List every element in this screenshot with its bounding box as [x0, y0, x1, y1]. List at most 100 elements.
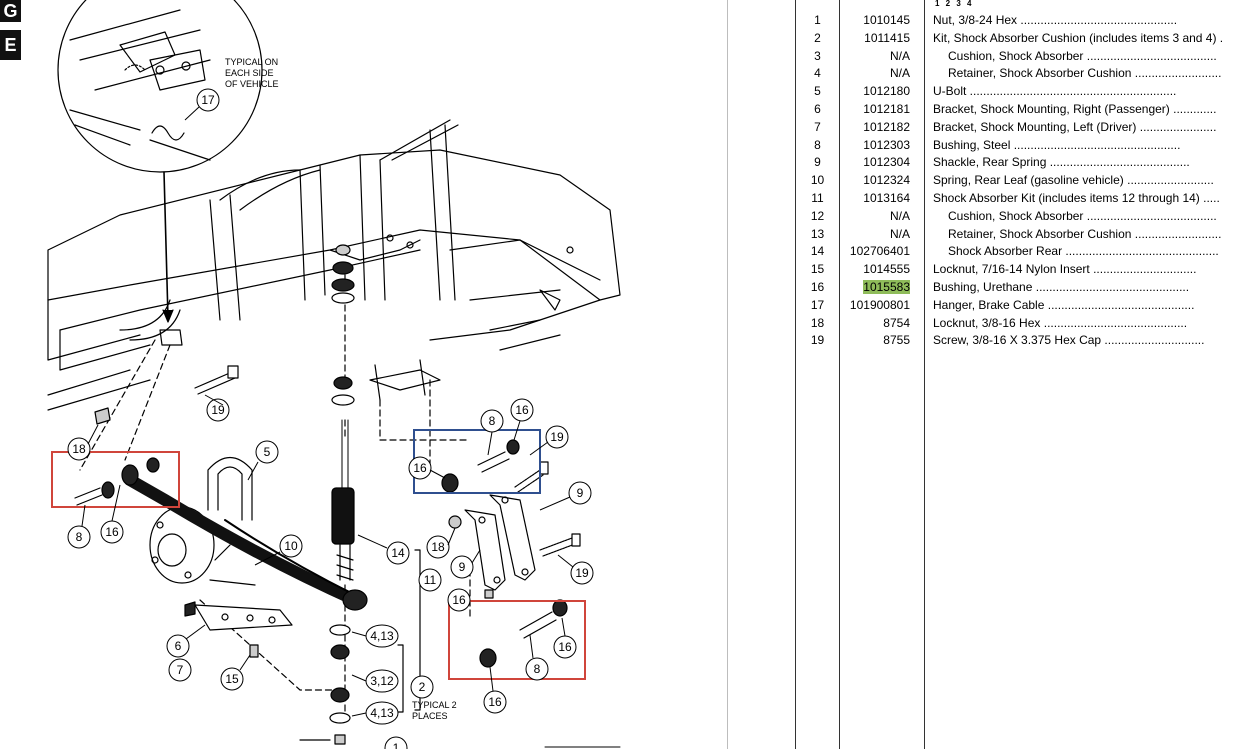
item-number: 6 — [814, 102, 821, 116]
section-tab-g: G — [0, 0, 21, 22]
part-number: 1012303 — [839, 137, 910, 155]
callout-2: 2 — [419, 680, 426, 694]
part-number-text: 1011415 — [864, 30, 910, 45]
item-number: 4 — [814, 66, 821, 81]
callout-8: 8 — [76, 530, 83, 544]
part-number-text: 101900801 — [849, 297, 910, 312]
part-number-text: 1010145 — [863, 13, 910, 27]
column-rule — [839, 0, 840, 749]
part-number: 1012182 — [839, 119, 910, 137]
item-number: 13 — [810, 226, 825, 241]
screw-19-left — [194, 371, 236, 395]
part-number: 1011415 — [839, 30, 910, 48]
callout-6: 6 — [175, 639, 182, 653]
column-rule — [795, 0, 796, 749]
part-description: Retainer, Shock Absorber Cushion .......… — [948, 66, 1222, 81]
part-number: N/A — [839, 65, 910, 83]
callout-18: 18 — [72, 442, 86, 456]
callout-16: 16 — [452, 593, 466, 607]
detail-magnifier — [57, 0, 263, 173]
callout-11: 11 — [424, 573, 437, 587]
part-description: U-Bolt .................................… — [933, 84, 1177, 99]
shock-absorber — [331, 419, 355, 581]
pane-divider — [727, 0, 728, 749]
callout-3-12: 3,12 — [370, 674, 394, 688]
svg-text:EACH SIDE: EACH SIDE — [225, 68, 274, 78]
part-number-text: N/A — [889, 208, 910, 223]
part-description: Bracket, Shock Mounting, Right (Passenge… — [933, 102, 1217, 116]
part-number-text: 8754 — [883, 315, 910, 330]
callout-9: 9 — [459, 560, 466, 574]
part-number-text: 102706401 — [849, 244, 910, 259]
part-description: Bushing, Steel .........................… — [933, 137, 1181, 152]
part-number: 8755 — [839, 332, 910, 350]
item-number: 8 — [814, 137, 821, 152]
part-description: Shock Absorber Rear ....................… — [948, 244, 1219, 259]
part-number: 1015583 — [839, 279, 910, 297]
callout-1: 1 — [393, 741, 400, 749]
part-number: 1014555 — [839, 261, 910, 279]
suspension-drawing: 17 19 18 5 10 8 16 6 7 15 14 11 4,13 3,1… — [47, 0, 621, 749]
callout-19: 19 — [211, 403, 225, 417]
part-number: 1012180 — [839, 83, 910, 101]
column-rule — [924, 0, 925, 749]
callout-9: 9 — [577, 486, 584, 500]
exploded-diagram: 17 19 18 5 10 8 16 6 7 15 14 11 4,13 3,1… — [47, 0, 621, 749]
item-number: 10 — [810, 173, 825, 188]
callout-18: 18 — [431, 540, 445, 554]
table-row: 4 N/A Retainer, Shock Absorber Cushion ...… — [795, 65, 1240, 83]
table-row: 3 N/A Cushion, Shock Absorber ............… — [795, 48, 1240, 66]
callout-16: 16 — [558, 640, 572, 654]
note-typical-side: TYPICAL ON EACH SIDE OF VEHICLE — [225, 57, 279, 89]
part-number: N/A — [839, 208, 910, 226]
callout-7: 7 — [177, 663, 184, 677]
item-number: 16 — [810, 280, 825, 294]
part-number-text: 1012303 — [863, 137, 910, 152]
callout-19: 19 — [550, 430, 564, 444]
item-number: 9 — [814, 155, 821, 170]
item-number: 12 — [810, 208, 825, 223]
callout-14: 14 — [391, 546, 405, 560]
part-description: Locknut, 3/8-16 Hex ....................… — [933, 315, 1188, 330]
item-number: 17 — [810, 297, 825, 312]
callout-4-13: 4,13 — [370, 629, 394, 643]
part-description: Bracket, Shock Mounting, Left (Driver) .… — [933, 119, 1217, 134]
callout-16: 16 — [488, 695, 502, 709]
item-number: 18 — [810, 315, 825, 330]
part-number: 8754 — [839, 315, 910, 333]
part-description: Shock Absorber Kit (includes items 12 th… — [933, 191, 1220, 205]
part-number-text: 1012324 — [863, 173, 910, 188]
part-description: Nut, 3/8-24 Hex ........................… — [933, 13, 1178, 27]
part-description: Spring, Rear Leaf (gasoline vehicle) ...… — [933, 173, 1214, 188]
part-number: 101900801 — [839, 297, 910, 315]
callout-19: 19 — [575, 566, 589, 580]
callout-17: 17 — [201, 93, 215, 107]
callout-16: 16 — [413, 461, 427, 475]
table-row: 18 8754 Locknut, 3/8-16 Hex ..............… — [795, 315, 1240, 333]
indent-level-header: 1 2 3 4 — [935, 0, 974, 8]
svg-text:TYPICAL ON: TYPICAL ON — [225, 57, 278, 67]
note-typical-places: TYPICAL 2 PLACES — [412, 700, 457, 721]
part-description: Retainer, Shock Absorber Cushion .......… — [948, 226, 1222, 241]
part-number: 102706401 — [839, 243, 910, 261]
item-number: 3 — [814, 48, 821, 63]
svg-text:TYPICAL 2: TYPICAL 2 — [412, 700, 457, 710]
part-number: 1010145 — [839, 12, 910, 30]
item-number: 15 — [810, 262, 825, 277]
section-tab-e: E — [0, 30, 21, 60]
part-description: Cushion, Shock Absorber ................… — [948, 48, 1217, 63]
part-number-text: N/A — [889, 66, 910, 81]
callout-16: 16 — [105, 525, 119, 539]
part-description: Kit, Shock Absorber Cushion (includes it… — [933, 30, 1224, 45]
part-number: N/A — [839, 48, 910, 66]
item-number: 2 — [814, 30, 821, 45]
item-number: 19 — [810, 333, 825, 348]
item-number: 7 — [814, 119, 821, 134]
